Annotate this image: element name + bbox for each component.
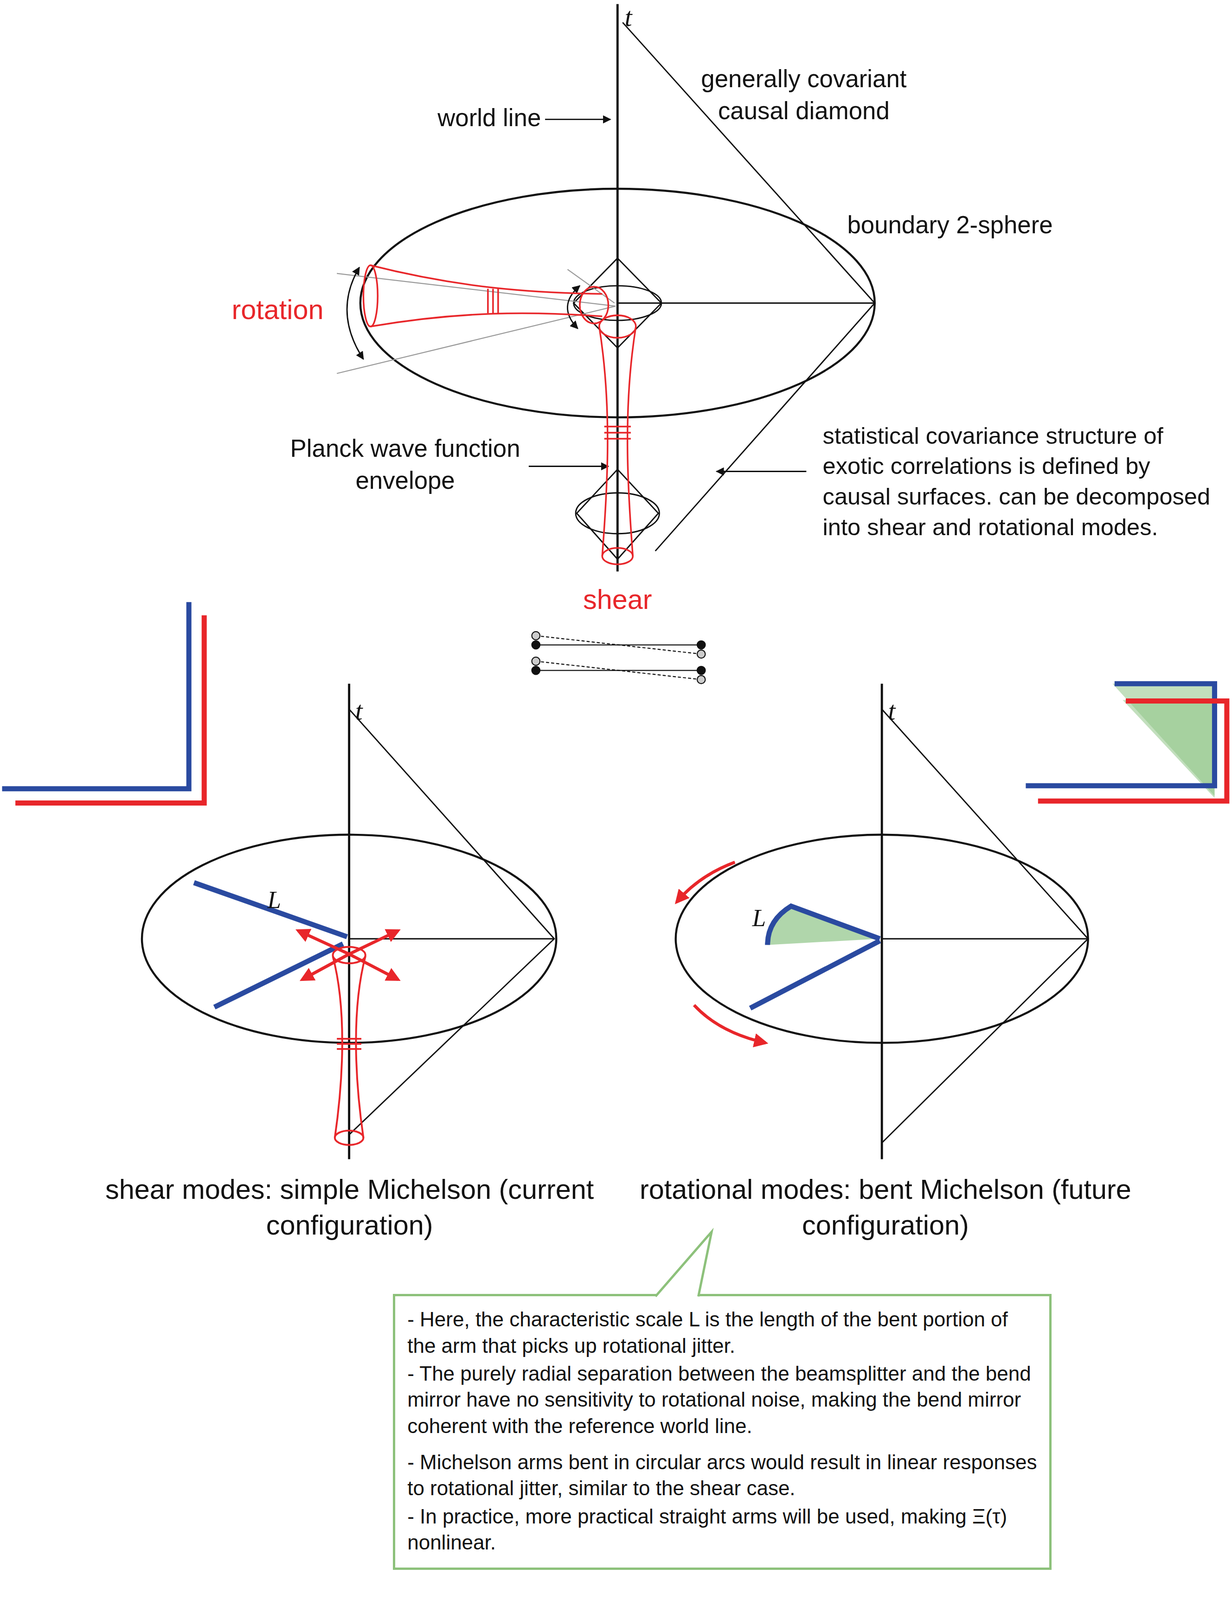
callout-pointer-fill: [655, 1232, 712, 1298]
boundary-sphere: [360, 188, 875, 418]
shear-envelope-part: [349, 954, 399, 980]
planck-envelope-shear-part: [599, 326, 608, 557]
note-bullet: - Michelson arms bent in circular arcs w…: [407, 1449, 1037, 1502]
shear-envelope-part: [336, 1038, 362, 1040]
bent-michelson-icon: [1025, 683, 1227, 802]
length-label: L: [267, 884, 293, 917]
simple-michelson-icon-part: [2, 602, 190, 790]
lower-sphere: [575, 493, 660, 534]
mode-label: shear: [556, 581, 679, 618]
angle-line: [336, 273, 616, 307]
particle-pair-icon-part: [535, 635, 701, 655]
note-bullet: - The purely radial separation between t…: [407, 1360, 1037, 1440]
particle-pair-icon-part: [697, 675, 706, 685]
rotation-arrow: [346, 267, 364, 360]
planck-envelope-rotation-part: [487, 288, 489, 314]
callout-pointer: [392, 1231, 719, 1300]
mode-label: rotation: [195, 291, 360, 328]
particle-pair-icon-part: [697, 666, 706, 675]
lower-causal-diamond: [576, 469, 659, 560]
rotation-arrow: [567, 285, 580, 329]
radius-line: [617, 302, 875, 304]
planck-envelope-rotation-part: [363, 265, 378, 327]
note-text: statistical covariance structure of exot…: [822, 420, 1224, 543]
shear-envelope-part: [301, 954, 349, 980]
rotation-mode-figure-part: [880, 683, 884, 1160]
callout-text: world line: [387, 102, 541, 135]
callout-text: generally covariant causal diamond: [668, 63, 939, 127]
leader-arrow: [716, 470, 807, 473]
particle-pair-icon-part: [697, 650, 706, 659]
planck-envelope-shear-part: [599, 315, 636, 338]
shear-envelope-part: [355, 956, 366, 1139]
planck-envelope-shear: [599, 315, 636, 565]
panel-caption: shear modes: simple Michelson (current c…: [102, 1171, 597, 1244]
world-line-axis: [616, 4, 619, 572]
shear-mode-figure-part: [193, 882, 347, 937]
axis-label: t: [887, 693, 913, 729]
bent-michelson-icon-part: [1038, 701, 1227, 802]
planck-envelope-rotation-part: [497, 288, 500, 314]
angle-line: [336, 306, 616, 374]
callout-text: boundary 2-sphere: [847, 209, 1098, 242]
planck-envelope-shear-part: [604, 425, 631, 428]
planck-envelope-shear-part: [604, 437, 631, 440]
particle-pair-icon-part: [697, 641, 706, 650]
note-bullet: - Here, the characteristic scale L is th…: [407, 1306, 1037, 1360]
rotation-mode-figure: [675, 683, 1089, 1160]
particle-pair-icon-part: [531, 666, 540, 675]
callout-box: - Here, the characteristic scale L is th…: [392, 1294, 1052, 1571]
rotation-mode-figure-part: [767, 906, 880, 946]
planck-envelope-rotation-part: [492, 288, 495, 314]
planck-envelope-shear-part: [627, 326, 636, 557]
planck-envelope-rotation-part: [370, 313, 603, 327]
callout-pointer-edge: [655, 1232, 712, 1297]
rotation-mode-figure-part: [750, 941, 880, 1009]
planck-envelope-shear-part: [602, 548, 633, 565]
particle-pair-icon-part: [531, 657, 540, 666]
shear-mode-figure-part: [347, 683, 351, 1160]
leader-arrow: [545, 118, 611, 121]
axis-label: t: [624, 0, 650, 35]
shear-envelope-part: [332, 947, 366, 964]
particle-pair-icon-part: [535, 661, 701, 681]
shear-mode-figure: [141, 683, 557, 1160]
particle-pair-icon: [531, 631, 706, 684]
particle-pair-icon-part: [531, 641, 540, 650]
leader-arrow: [528, 465, 609, 468]
shear-mode-figure-part: [214, 943, 343, 1008]
planck-envelope-shear-part: [604, 431, 631, 434]
shear-envelope-part: [336, 1048, 362, 1051]
shear-envelope-part: [332, 956, 342, 1139]
shear-mode-figure-part: [349, 709, 555, 1136]
shear-envelope-part: [334, 1130, 364, 1146]
shear-envelope-part: [349, 930, 399, 955]
callout-text: Planck wave function envelope: [282, 432, 528, 497]
particle-pair-icon-part: [531, 631, 540, 641]
shear-envelope-part: [336, 1043, 362, 1046]
panel-caption: rotational modes: bent Michelson (future…: [632, 1171, 1138, 1244]
rotation-mode-figure-part: [693, 1005, 766, 1043]
rotation-mode-figure-part: [675, 834, 1089, 1044]
planck-envelope-rotation-part: [370, 265, 603, 295]
simple-michelson-icon-part: [15, 615, 205, 804]
rotation-mode-figure-part: [881, 709, 1088, 1143]
length-label: L: [752, 902, 777, 935]
rotation-mode-figure-part: [676, 862, 735, 903]
shear-mode-figure-part: [141, 834, 557, 1044]
rotation-mode-figure-part: [767, 906, 880, 946]
simple-michelson-icon: [2, 602, 205, 803]
note-bullet: - In practice, more practical straight a…: [407, 1503, 1037, 1557]
shear-envelope: [298, 930, 399, 1146]
planck-envelope-rotation: [363, 265, 609, 327]
rotation-mode-figure-part: [881, 938, 1088, 940]
shear-envelope-part: [298, 930, 350, 955]
axis-label: t: [355, 693, 380, 729]
